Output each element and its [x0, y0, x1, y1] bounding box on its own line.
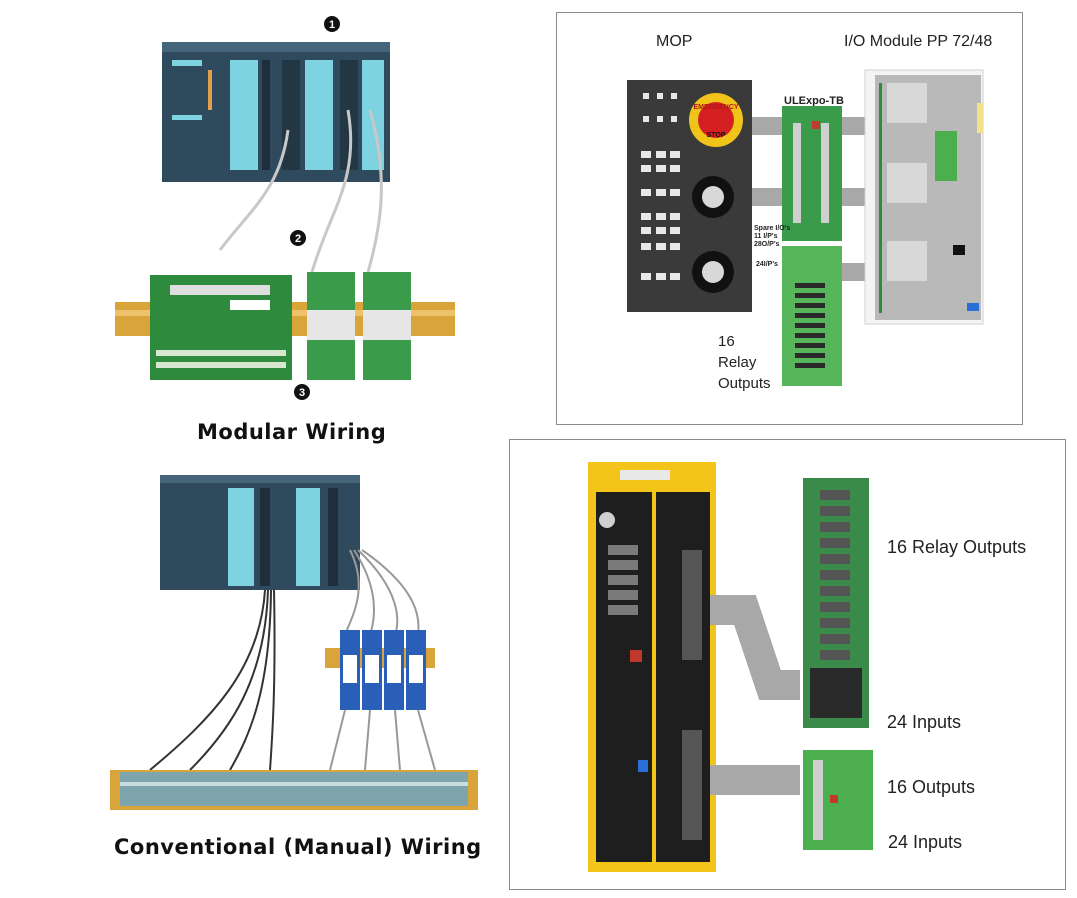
ribbon-cable: [752, 117, 782, 135]
callout-3: [294, 384, 310, 400]
ribbon-cable: [752, 188, 782, 206]
inputs-label-lower: 24 Inputs: [888, 832, 963, 852]
plc-module: [362, 60, 384, 170]
outputs-16-label: 16 Outputs: [887, 777, 976, 797]
ulexpo-tb-title: ULExpo-TB: [784, 95, 844, 107]
mop-title: MOP: [656, 33, 693, 50]
relay-outputs-label: 16 Relay Outputs: [887, 537, 1027, 557]
fanuc-io-drawing: [588, 462, 873, 872]
callout-2-label: 2: [295, 233, 301, 245]
modular-wiring-drawing: 1 2 3: [115, 16, 455, 400]
inputs-24-label: 24I/P's: [756, 261, 778, 268]
conventional-wiring-caption: Conventional (Manual) Wiring: [114, 835, 482, 859]
modular-wiring-illustration: 1 2 3: [100, 10, 480, 410]
inputs-label-upper: 24 Inputs: [887, 712, 962, 732]
mop-io-panel: MOP I/O Module PP 72/48 ULExpo-TB EMERGE…: [556, 12, 1023, 425]
relay-outputs-line-2: Relay: [718, 354, 757, 371]
emergency-label: EMERGENCY: [693, 104, 738, 111]
fanuc-io-panel: 16 Relay Outputs 24 Inputs 16 Outputs 24…: [509, 439, 1066, 890]
modular-wiring-caption: Modular Wiring: [197, 420, 387, 444]
plc-module: [228, 488, 254, 586]
conventional-wiring-drawing: [110, 475, 478, 810]
spare-io-line-2: 11 I/P's: [754, 233, 778, 240]
callout-2: [290, 230, 306, 246]
ribbon-cable: [710, 595, 800, 700]
io-connector: [887, 83, 927, 123]
io-connector: [887, 241, 927, 281]
plc-module: [296, 488, 320, 586]
plc-module: [230, 60, 258, 170]
callout-1: [324, 16, 340, 32]
io-connector: [887, 163, 927, 203]
mop-io-drawing: EMERGENCY STOP: [627, 69, 984, 386]
plc-module: [305, 60, 333, 170]
stop-label: STOP: [707, 132, 726, 139]
io-connector: [682, 730, 702, 840]
relay-outputs-line-3: Outputs: [718, 375, 771, 392]
callout-3-label: 3: [299, 387, 305, 399]
conventional-wiring-illustration: [100, 470, 490, 830]
spare-io-line-1: Spare I/O's: [754, 225, 791, 232]
io-connector: [682, 550, 702, 660]
callout-1-label: 1: [329, 19, 335, 31]
io-module-title: I/O Module PP 72/48: [844, 33, 993, 50]
spare-io-line-3: 28O/P's: [754, 241, 780, 248]
relay-outputs-line-1: 16: [718, 333, 735, 350]
